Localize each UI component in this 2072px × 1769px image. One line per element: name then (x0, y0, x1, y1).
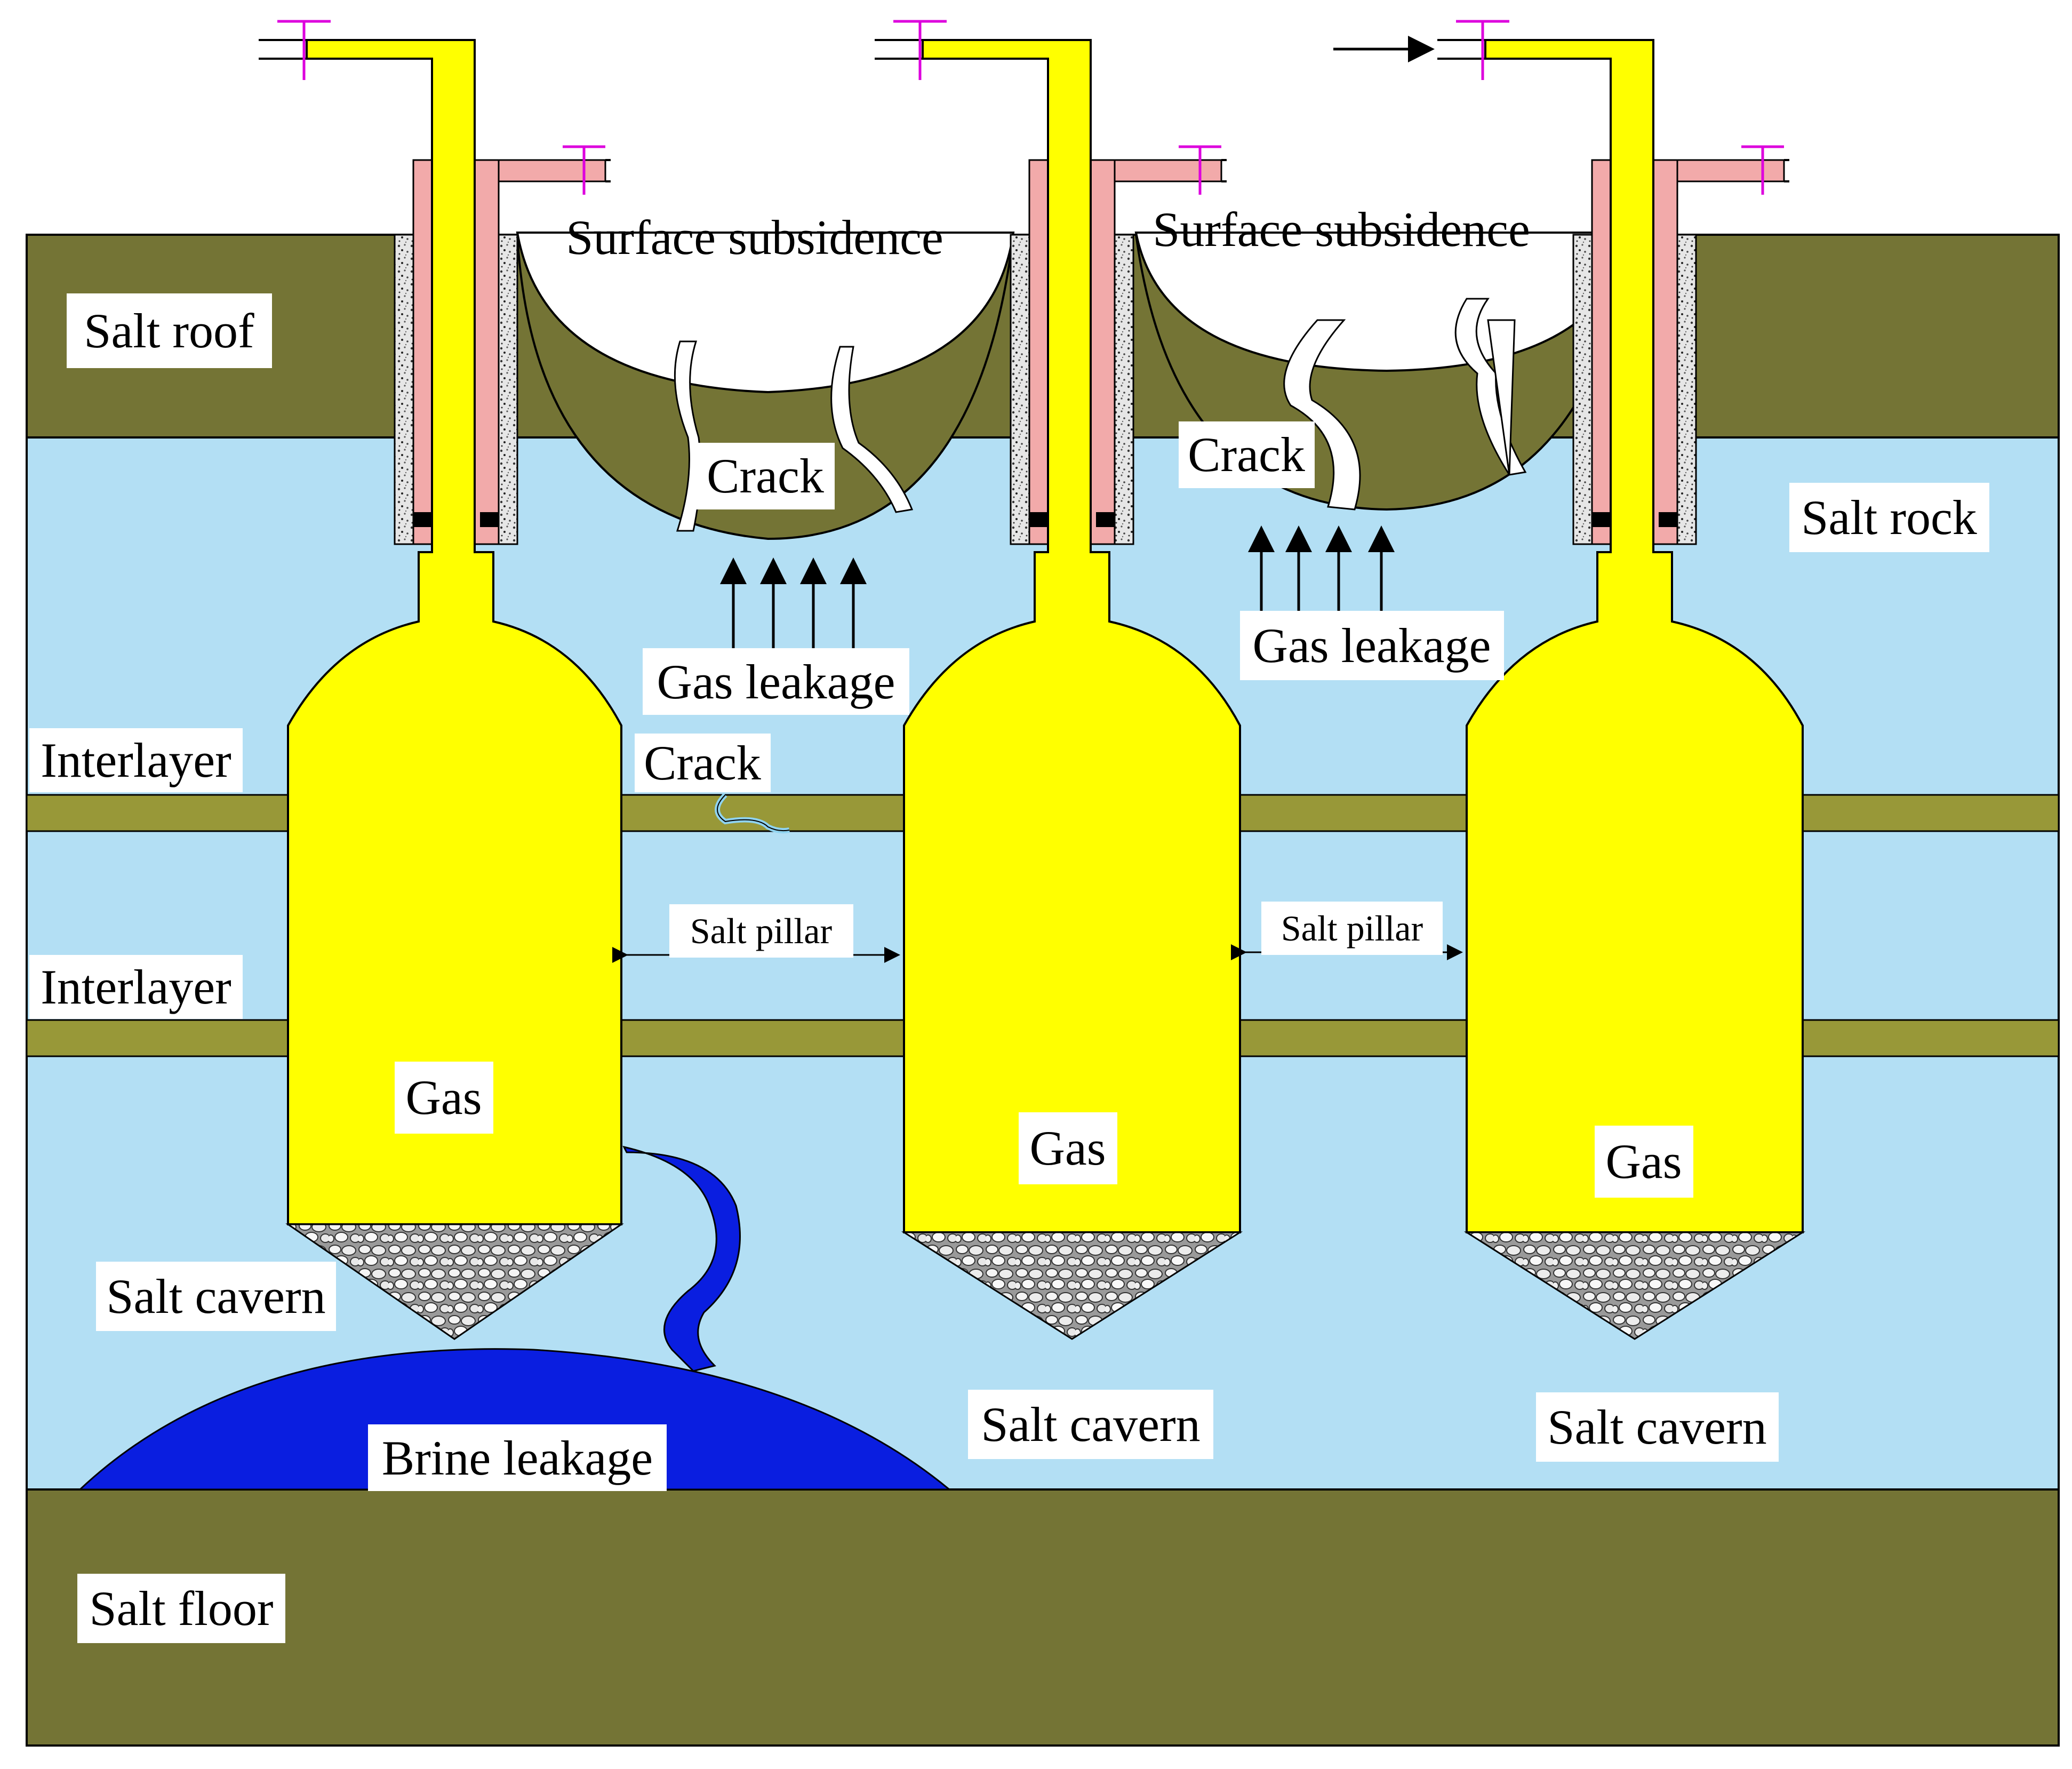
label-box (635, 734, 771, 792)
label-salt-roof: Salt roof (84, 304, 254, 358)
label-box (643, 648, 909, 715)
gas-cavern-body (287, 39, 622, 1225)
valve-icon (563, 145, 605, 195)
brine-channel (622, 1145, 741, 1372)
label-box (1595, 1126, 1693, 1198)
gas-cavern-body (1466, 39, 1804, 1233)
crack-fissure-5 (1487, 319, 1516, 475)
casing-outlet (1096, 159, 1222, 182)
cavern-well-1 (285, 39, 624, 1340)
label-interlayer-1: Interlayer (41, 733, 231, 787)
labels: Salt roof Surface subsidence Surface sub… (29, 202, 1989, 1643)
casing-outlet (480, 159, 606, 182)
label-box (29, 728, 243, 792)
label-interlayer-2: Interlayer (41, 960, 231, 1014)
label-crack-3: Crack (644, 736, 761, 790)
interlayer-crack-outline (717, 794, 790, 832)
label-box (1789, 483, 1989, 552)
brine-pool (78, 1348, 952, 1491)
packer-right (1096, 512, 1115, 527)
label-box (968, 1390, 1213, 1459)
packer-left (413, 512, 432, 527)
label-box (1240, 611, 1504, 680)
label-box (1019, 1112, 1117, 1184)
label-salt-pillar-2: Salt pillar (1281, 908, 1423, 949)
gas-leak-arrows-right (1248, 525, 1395, 613)
label-salt-cavern-1: Salt cavern (106, 1269, 325, 1324)
label-gas-1: Gas (405, 1070, 482, 1125)
wellhead-lines (259, 39, 1789, 182)
sediment-cone (1463, 1231, 1806, 1340)
label-salt-cavern-3: Salt cavern (1547, 1400, 1766, 1454)
gas-cavern-body (903, 39, 1241, 1233)
label-salt-rock: Salt rock (1801, 490, 1977, 545)
crack-fissure-4 (1454, 298, 1527, 476)
label-box (696, 443, 835, 509)
label-gas-leakage-2: Gas leakage (1253, 618, 1491, 673)
label-box (29, 955, 243, 1019)
valve-icon (893, 20, 947, 80)
label-gas-leakage-1: Gas leakage (657, 655, 895, 709)
valve-icon (1179, 145, 1221, 195)
label-salt-pillar-1: Salt pillar (690, 911, 833, 951)
label-crack-1: Crack (707, 449, 824, 503)
label-gas-3: Gas (1605, 1134, 1682, 1189)
casing-outlet (1659, 159, 1785, 182)
valve-icon (1456, 20, 1509, 80)
label-crack-2: Crack (1188, 427, 1305, 482)
cavern-well-3 (1463, 39, 1806, 1340)
crack-fissure-3 (1283, 319, 1361, 511)
label-box (395, 1062, 493, 1134)
sediment-cone (901, 1231, 1243, 1340)
label-box (67, 293, 272, 368)
salt-floor-layer (26, 1488, 2060, 1747)
sediment-cone (285, 1223, 624, 1340)
label-box (368, 1424, 667, 1491)
packer-left (1592, 512, 1611, 527)
valve-icon (277, 20, 331, 80)
gas-leak-arrows-left (720, 557, 867, 654)
packer-right (480, 512, 499, 527)
label-box (77, 1574, 285, 1643)
label-box (1261, 902, 1443, 955)
crack-fissure-2 (830, 346, 914, 513)
label-salt-cavern-2: Salt cavern (981, 1397, 1200, 1452)
subsidence-gap-left (516, 232, 1015, 394)
valve-icon (1741, 145, 1784, 195)
label-box (1536, 1392, 1779, 1462)
label-salt-floor: Salt floor (90, 1581, 274, 1636)
label-brine-leakage: Brine leakage (382, 1431, 653, 1485)
label-box (96, 1262, 336, 1331)
valve-icons (277, 20, 1784, 195)
label-box (669, 904, 853, 958)
packer-left (1029, 512, 1048, 527)
packer-right (1659, 512, 1677, 527)
label-surface-subsidence-1: Surface subsidence (566, 210, 943, 265)
label-surface-subsidence-2: Surface subsidence (1153, 202, 1530, 257)
label-box (1179, 421, 1315, 488)
cavern-well-2 (901, 39, 1243, 1340)
label-gas-2: Gas (1029, 1121, 1106, 1175)
crack-fissure-1 (674, 340, 701, 532)
